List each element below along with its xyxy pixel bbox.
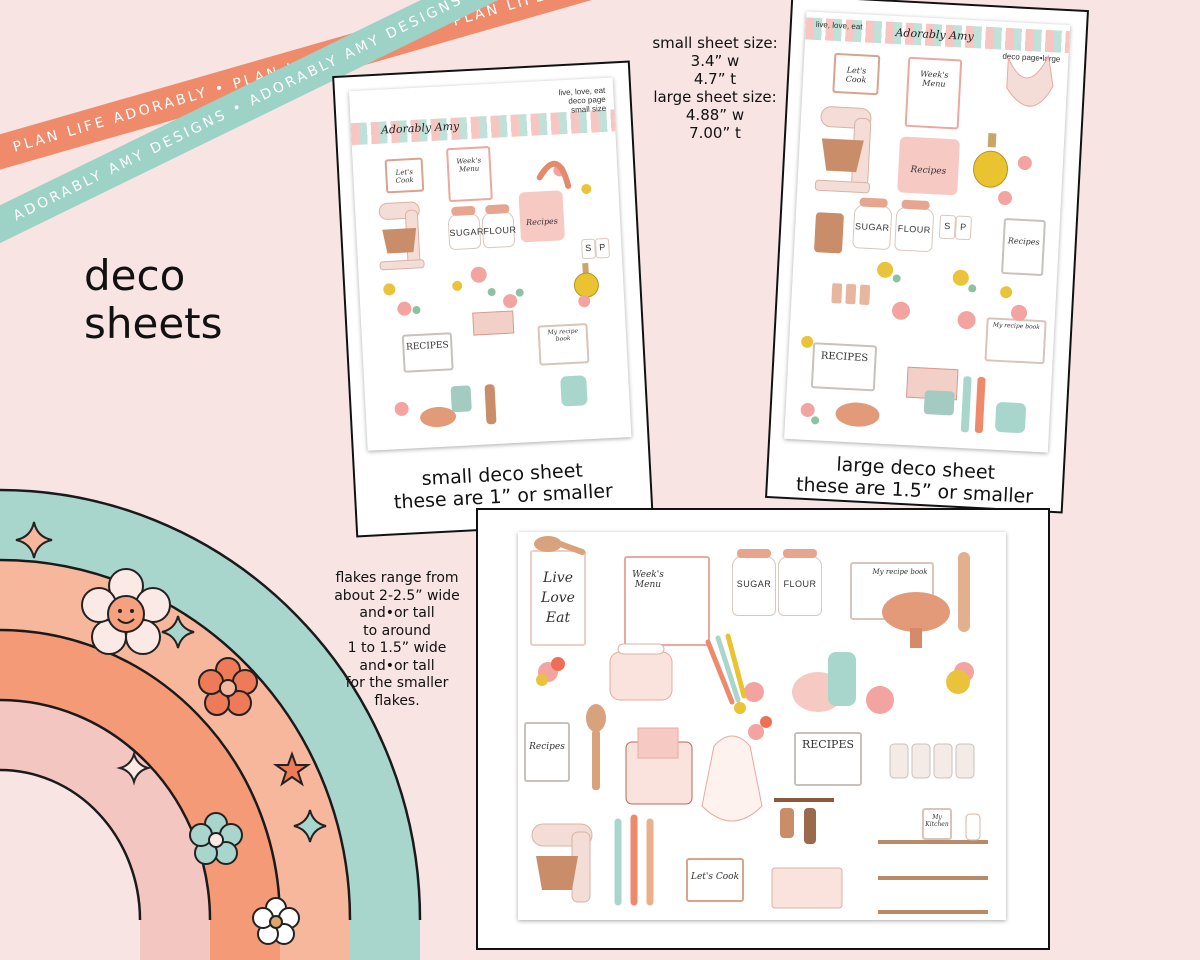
flakes-sheet-frame: Live Love Eat Week's Menu SUGAR FLOUR My… <box>476 508 1050 950</box>
my-kitchen-sticker: My Kitchen <box>922 808 952 840</box>
flakes-note-line: to around <box>363 622 431 639</box>
mint-flower-icon <box>189 812 243 865</box>
jar-lid <box>737 549 771 558</box>
flakes-note-line: flakes range from <box>335 570 459 586</box>
flakes-note-line: for the smaller <box>345 675 449 691</box>
white-flower-icon <box>252 897 300 945</box>
flakes-note-line: flakes. <box>374 692 420 709</box>
weeks-menu-text: Week's Menu <box>632 570 664 590</box>
lets-cook-book-sticker: Let's Cook <box>686 858 744 902</box>
sparkle-icon <box>116 750 152 786</box>
sheet-size-info: small sheet size: 3.4” w 4.7” t large sh… <box>640 34 790 142</box>
live-love-eat-text: Live Love Eat <box>532 568 584 628</box>
recipes-card-sticker: Recipes <box>524 722 570 782</box>
live-love-eat-sticker: Live Love Eat <box>530 550 586 646</box>
smiley-flower-icon <box>81 568 171 655</box>
flakes-note-line: 1 to 1.5” wide <box>347 640 447 656</box>
flour-jar-sticker: FLOUR <box>778 549 822 616</box>
eat-text: Eat <box>545 610 571 626</box>
love-text: Love <box>541 590 575 606</box>
sparkle-icon <box>161 615 195 649</box>
small-sheet-florals <box>383 161 592 428</box>
flakes-note-line: and•or tall <box>359 657 435 674</box>
large-size-height: 7.00” t <box>689 124 741 142</box>
recipes-caps-text: RECIPES <box>801 738 855 751</box>
stand-mixer-icon <box>378 201 425 271</box>
oil-bottle-icon <box>973 133 1009 188</box>
recipes-text: Recipes <box>529 742 565 752</box>
small-deco-sheet-frame: Adorably Amy live, love, eat deco page s… <box>332 60 654 538</box>
small-size-title: small sheet size: <box>652 34 778 52</box>
large-deco-sheet-frame: live, love, eat Adorably Amy deco page•l… <box>765 0 1089 514</box>
flakes-note-line: and•or tall <box>359 605 435 621</box>
live-text: Live <box>543 570 573 586</box>
flakes-size-note: flakes range from about 2-2.5” wide and•… <box>322 570 472 710</box>
sugar-label: SUGAR <box>736 579 772 590</box>
large-sheet-florals <box>800 54 1054 434</box>
large-size-title: large sheet size: <box>653 88 777 106</box>
stand-mixer-icon <box>814 106 872 194</box>
jar-lid <box>783 549 817 558</box>
weeks-menu-sticker: Week's Menu <box>624 556 710 646</box>
my-kitchen-text: My Kitchen <box>925 814 949 828</box>
large-size-width: 4.88” w <box>685 106 745 124</box>
sugar-jar-sticker: SUGAR <box>732 549 776 616</box>
small-size-width: 3.4” w <box>690 52 740 70</box>
heading-line-1: deco <box>84 251 186 300</box>
small-sheet-caption: small deco sheet these are 1” or smaller <box>355 456 651 515</box>
my-recipe-book-text: My recipe book <box>872 568 928 576</box>
flakes-illustrations <box>531 536 988 914</box>
recipes-caps-sticker: RECIPES <box>794 732 862 786</box>
star-icon <box>272 751 312 787</box>
small-deco-sheet: Adorably Amy live, love, eat deco page s… <box>348 77 632 451</box>
orange-flower-icon <box>198 657 258 716</box>
sparkle-icon <box>293 809 327 843</box>
lets-cook-text: Let's Cook <box>690 872 740 882</box>
deco-sheets-heading: deco sheets <box>84 252 244 348</box>
large-deco-sheet: live, love, eat Adorably Amy deco page•l… <box>784 11 1071 453</box>
flakes-note-line: about 2-2.5” wide <box>334 587 460 604</box>
sparkle-icon <box>15 521 53 559</box>
flakes-sheet: Live Love Eat Week's Menu SUGAR FLOUR My… <box>518 532 1006 920</box>
heading-line-2: sheets <box>84 299 223 348</box>
flour-label: FLOUR <box>783 579 817 590</box>
small-size-height: 4.7” t <box>693 70 737 88</box>
large-sheet-caption: large deco sheet these are 1.5” or small… <box>767 450 1063 509</box>
